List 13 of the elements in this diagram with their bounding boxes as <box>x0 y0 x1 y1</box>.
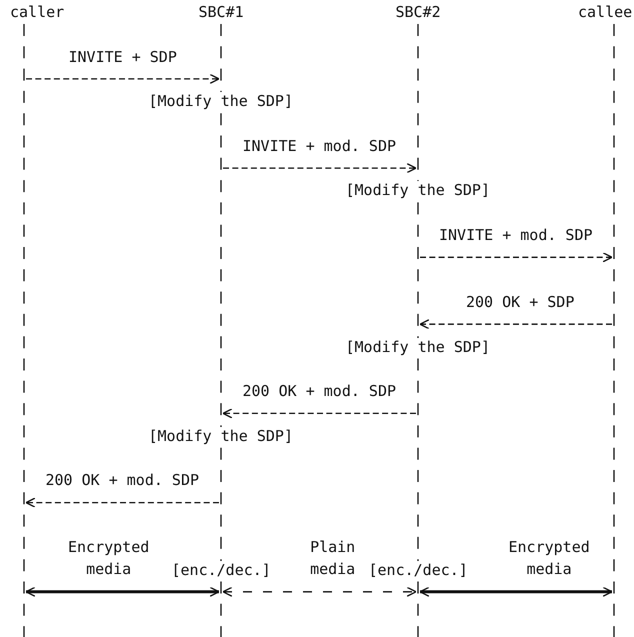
arrow <box>223 162 417 174</box>
arrow <box>25 586 220 597</box>
arrow <box>25 497 219 508</box>
note-label: [Modify the SDP] <box>346 181 490 200</box>
arrow <box>26 74 220 84</box>
arrow <box>420 252 613 262</box>
arrow <box>222 586 417 597</box>
note-label: [Modify the SDP] <box>346 338 490 356</box>
note-label: [Modify the SDP] <box>148 92 293 110</box>
note-label: [Modify the SDP] <box>148 426 293 445</box>
arrow <box>222 408 416 419</box>
arrow <box>419 319 612 330</box>
arrow <box>419 586 613 597</box>
